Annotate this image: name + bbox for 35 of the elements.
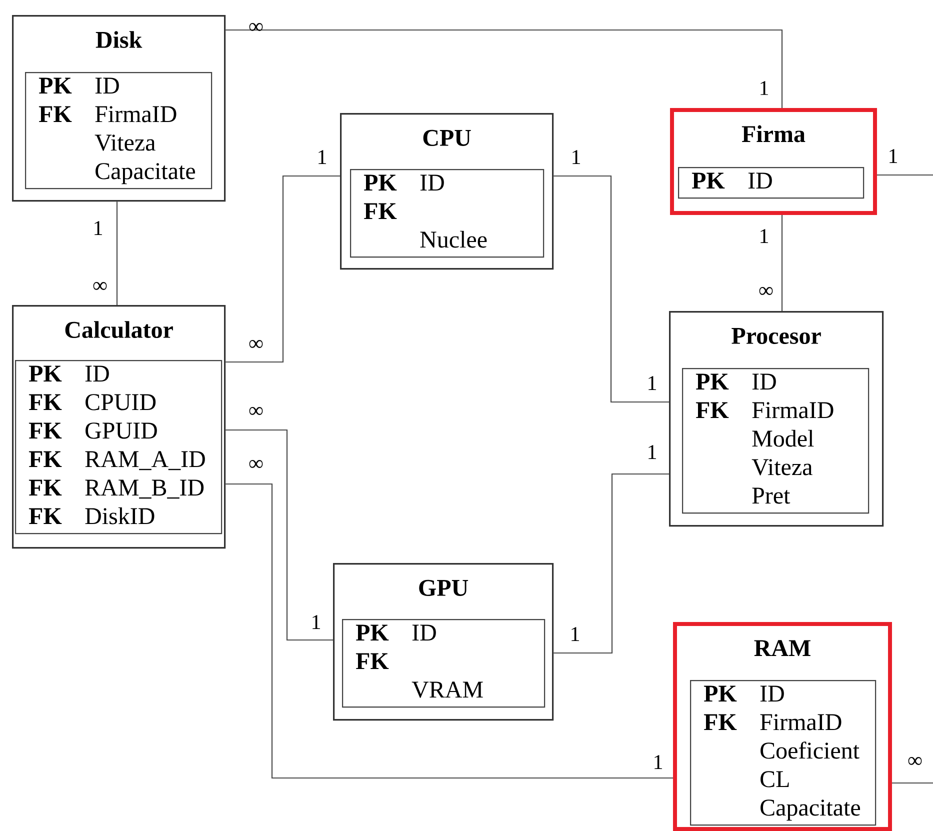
connector-line xyxy=(226,175,340,363)
field-list: PK ID FK FirmaID Coeficient CL Capacitate xyxy=(690,680,876,826)
cardinality-label: ∞ xyxy=(759,286,773,295)
connector-line xyxy=(116,202,118,305)
cardinality-label: 1 xyxy=(648,445,656,459)
connector-line xyxy=(892,782,933,784)
cardinality-label: 1 xyxy=(312,615,320,629)
field-list: PK ID FK CPUID FK GPUID FK RAM_A_ID FK RAM_B_ID FK DiskID xyxy=(15,360,222,534)
cardinality-label: ∞ xyxy=(249,22,263,31)
connector-line xyxy=(877,174,933,176)
field-list: PK ID xyxy=(678,167,864,199)
cardinality-label: 1 xyxy=(654,755,662,769)
cardinality-label: 1 xyxy=(890,149,897,163)
connector-line xyxy=(781,215,783,311)
connector-line xyxy=(554,175,669,403)
cardinality-label: 1 xyxy=(318,150,326,164)
cardinality-label: 1 xyxy=(572,150,580,164)
cardinality-label: ∞ xyxy=(249,340,263,348)
cardinality-label: ∞ xyxy=(249,460,263,468)
field-list: PK ID FK Nuclee xyxy=(350,169,544,258)
cardinality-label: ∞ xyxy=(93,282,107,290)
cardinality-label: 1 xyxy=(648,376,656,390)
field-list: PK ID FK FirmaID Viteza Capacitate xyxy=(25,72,212,190)
connector-line xyxy=(226,29,783,108)
cardinality-label: 1 xyxy=(94,221,102,235)
connector-line xyxy=(226,483,673,779)
cardinality-label: 1 xyxy=(760,229,768,243)
cardinality-label: ∞ xyxy=(908,756,922,765)
field-list: PK ID FK FirmaID Model Viteza Pret xyxy=(682,368,870,514)
cardinality-label: 1 xyxy=(572,627,579,641)
cardinality-label: 1 xyxy=(760,81,768,95)
connector-line xyxy=(226,429,333,641)
cardinality-label: ∞ xyxy=(249,406,263,415)
field-list: PK ID FK VRAM xyxy=(342,619,546,708)
connector-line xyxy=(554,473,669,654)
